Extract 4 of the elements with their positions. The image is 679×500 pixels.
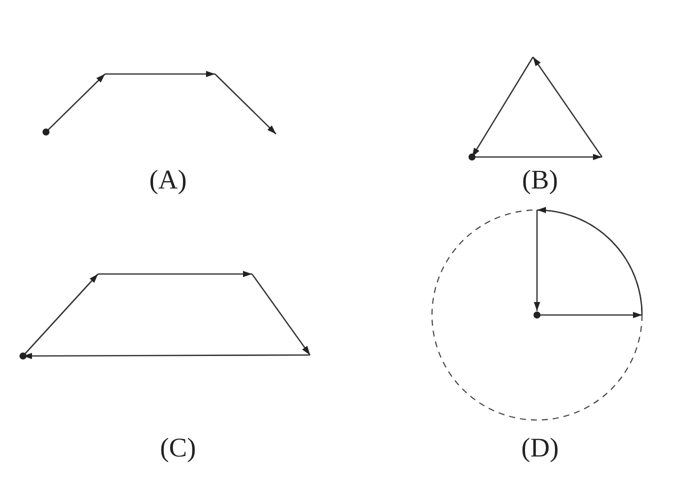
- panel-label: (C): [160, 432, 196, 464]
- panel-label: (B): [522, 164, 558, 196]
- panel-label: (D): [521, 432, 559, 464]
- panel-label: (A): [149, 164, 187, 196]
